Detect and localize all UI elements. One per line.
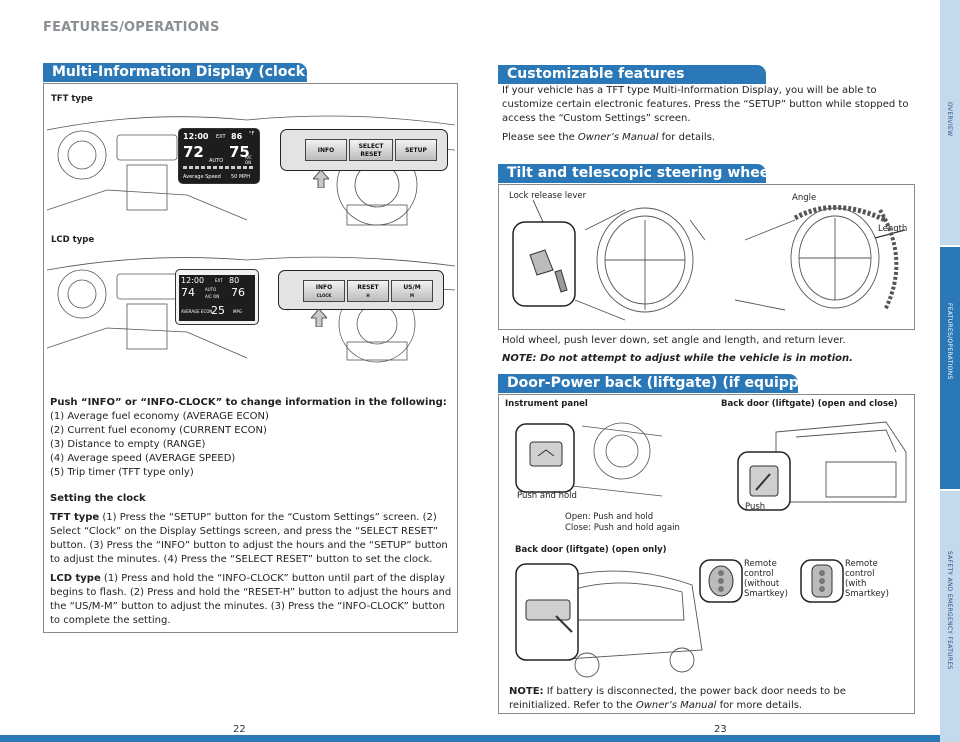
tft-left-temp: 72	[183, 143, 204, 161]
lcd-dashboard-illustration	[47, 256, 455, 363]
tft-display: 12:00 EXT 86 °F 72 75 AUTO A/C ON Averag…	[178, 128, 260, 184]
tilt-banner: Tilt and telescopic steering wheel	[498, 164, 774, 183]
lcd-econ-label: AVERAGE ECON	[181, 309, 213, 314]
clock-banner: Multi-Information Display (clock)	[43, 63, 312, 82]
tft-on: ON	[245, 160, 252, 165]
lcd-pointer-arrow-icon	[311, 309, 327, 327]
push-info-heading: Push “INFO” or “INFO-CLOCK” to change in…	[50, 397, 447, 408]
tft-type-label: TFT type	[51, 94, 93, 104]
push-label: Push	[745, 502, 766, 512]
lock-release-label: Lock release lever	[509, 191, 587, 201]
lcd-temp: 80	[229, 276, 240, 285]
remote-with-smartkey-icon	[800, 559, 844, 603]
tft-info-button[interactable]: INFO	[305, 139, 347, 161]
angle-label: Angle	[792, 193, 817, 203]
instrument-panel-illustration	[515, 422, 662, 497]
tft-setup-button[interactable]: SETUP	[395, 139, 437, 161]
tft-select-reset-button[interactable]: SELECT RESET	[349, 139, 393, 161]
push-item: (3) Distance to empty (RANGE)	[50, 439, 206, 450]
side-tab-features[interactable]: FEATURES/OPERATIONS	[940, 247, 960, 489]
push-item: (1) Average fuel economy (AVERAGE ECON)	[50, 411, 269, 422]
lcd-type-label: LCD type	[51, 235, 95, 245]
lcd-auto: AUTO	[205, 287, 217, 292]
custom-text: If your vehicle has a TFT type Multi-Inf…	[502, 85, 909, 124]
push-item: (2) Current fuel economy (CURRENT ECON)	[50, 425, 267, 436]
length-label: Length	[878, 224, 908, 234]
door-note: NOTE: If battery is disconnected, the po…	[509, 686, 846, 711]
tft-unit: °F	[249, 131, 255, 137]
lcd-ext: EXT	[215, 278, 223, 283]
lock-release-illustration	[512, 200, 705, 321]
tft-button-strip: INFO SELECT RESET SETUP	[280, 129, 448, 171]
page-header: FEATURES/OPERATIONS	[43, 20, 220, 35]
liftgate-open-only-illustration	[515, 563, 703, 678]
back-door-open-only-label: Back door (liftgate) (open only)	[515, 545, 667, 555]
lcd-ac: A/C ON	[205, 294, 220, 299]
side-tab-safety[interactable]: SAFETY AND EMERGENCY FEATURES	[940, 491, 960, 742]
see-manual-text: Please see the Owner’s Manual for detail…	[502, 132, 716, 143]
open-hold-text: Open: Push and hold	[565, 512, 654, 522]
push-info-block: Push “INFO” or “INFO-CLOCK” to change in…	[50, 396, 450, 480]
close-hold-text: Close: Push and hold again	[565, 523, 680, 533]
tft-auto: AUTO	[209, 158, 224, 164]
lcd-left-temp: 74	[181, 286, 195, 299]
lcd-mpg: MPG	[233, 309, 242, 314]
tft-time: 12:00	[183, 132, 209, 141]
side-tab-overview[interactable]: OVERVIEW	[940, 0, 960, 245]
door-banner: Door-Power back (liftgate) (if equipped)	[498, 374, 825, 393]
clock-setting-heading: Setting the clock	[50, 493, 146, 504]
tft-ext: EXT	[216, 134, 226, 140]
lcd-econ-value: 25	[211, 304, 225, 317]
remote-without-smartkey-icon	[699, 559, 743, 603]
push-item: (5) Trip timer (TFT type only)	[50, 467, 194, 478]
page-number-left: 22	[233, 724, 246, 735]
instrument-panel-label: Instrument panel	[505, 399, 588, 409]
lcd-steps: LCD type (1) Press and hold the “INFO-CL…	[50, 573, 452, 626]
lcd-right-temp: 76	[231, 286, 245, 299]
push-and-hold-label: Push and hold	[517, 491, 577, 501]
tilt-note: NOTE: Do not attempt to adjust while the…	[502, 353, 853, 364]
tft-right-temp: 75	[229, 143, 250, 161]
tft-ac: A/C	[245, 155, 252, 160]
tft-steps: TFT type (1) Press the “SETUP” button fo…	[50, 512, 448, 565]
back-door-open-close-label: Back door (liftgate) (open and close)	[721, 399, 898, 409]
tft-speed-value: 50 MPH	[231, 174, 251, 180]
push-item: (4) Average speed (AVERAGE SPEED)	[50, 453, 236, 464]
tilt-instructions: Hold wheel, push lever down, set angle a…	[502, 335, 846, 346]
liftgate-open-close-illustration	[737, 421, 907, 511]
lcd-time: 12:00	[181, 276, 205, 285]
footer-strip	[0, 735, 940, 742]
angle-length-illustration	[735, 205, 906, 311]
tft-temp: 86	[231, 132, 243, 141]
tft-speed-label: Average Speed	[183, 174, 221, 180]
tft-pointer-arrow-icon	[313, 170, 329, 188]
custom-banner: Customizable features	[498, 65, 766, 84]
clock-setting-block: Setting the clock TFT type (1) Press the…	[50, 492, 452, 628]
page-number-right: 23	[714, 724, 727, 735]
lcd-display: 12:00 EXT 80 74 AUTO A/C ON 76 AVERAGE E…	[175, 269, 259, 325]
